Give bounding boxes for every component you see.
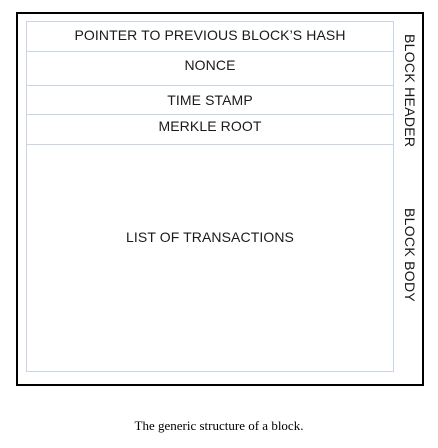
field-merkle-root: MERKLE ROOT: [27, 115, 393, 145]
block-fields-box: POINTER TO PREVIOUS BLOCK’S HASH NONCE T…: [26, 21, 394, 372]
block-body-label: BLOCK BODY: [402, 208, 418, 303]
block-structure-diagram: POINTER TO PREVIOUS BLOCK’S HASH NONCE T…: [16, 12, 424, 386]
field-time-stamp: TIME STAMP: [27, 86, 393, 115]
block-header-label: BLOCK HEADER: [402, 34, 418, 148]
figure-caption: The generic structure of a block.: [134, 418, 304, 433]
field-transactions: LIST OF TRANSACTIONS: [126, 229, 294, 245]
field-nonce: NONCE: [27, 52, 393, 86]
field-previous-hash: POINTER TO PREVIOUS BLOCK’S HASH: [27, 22, 393, 52]
